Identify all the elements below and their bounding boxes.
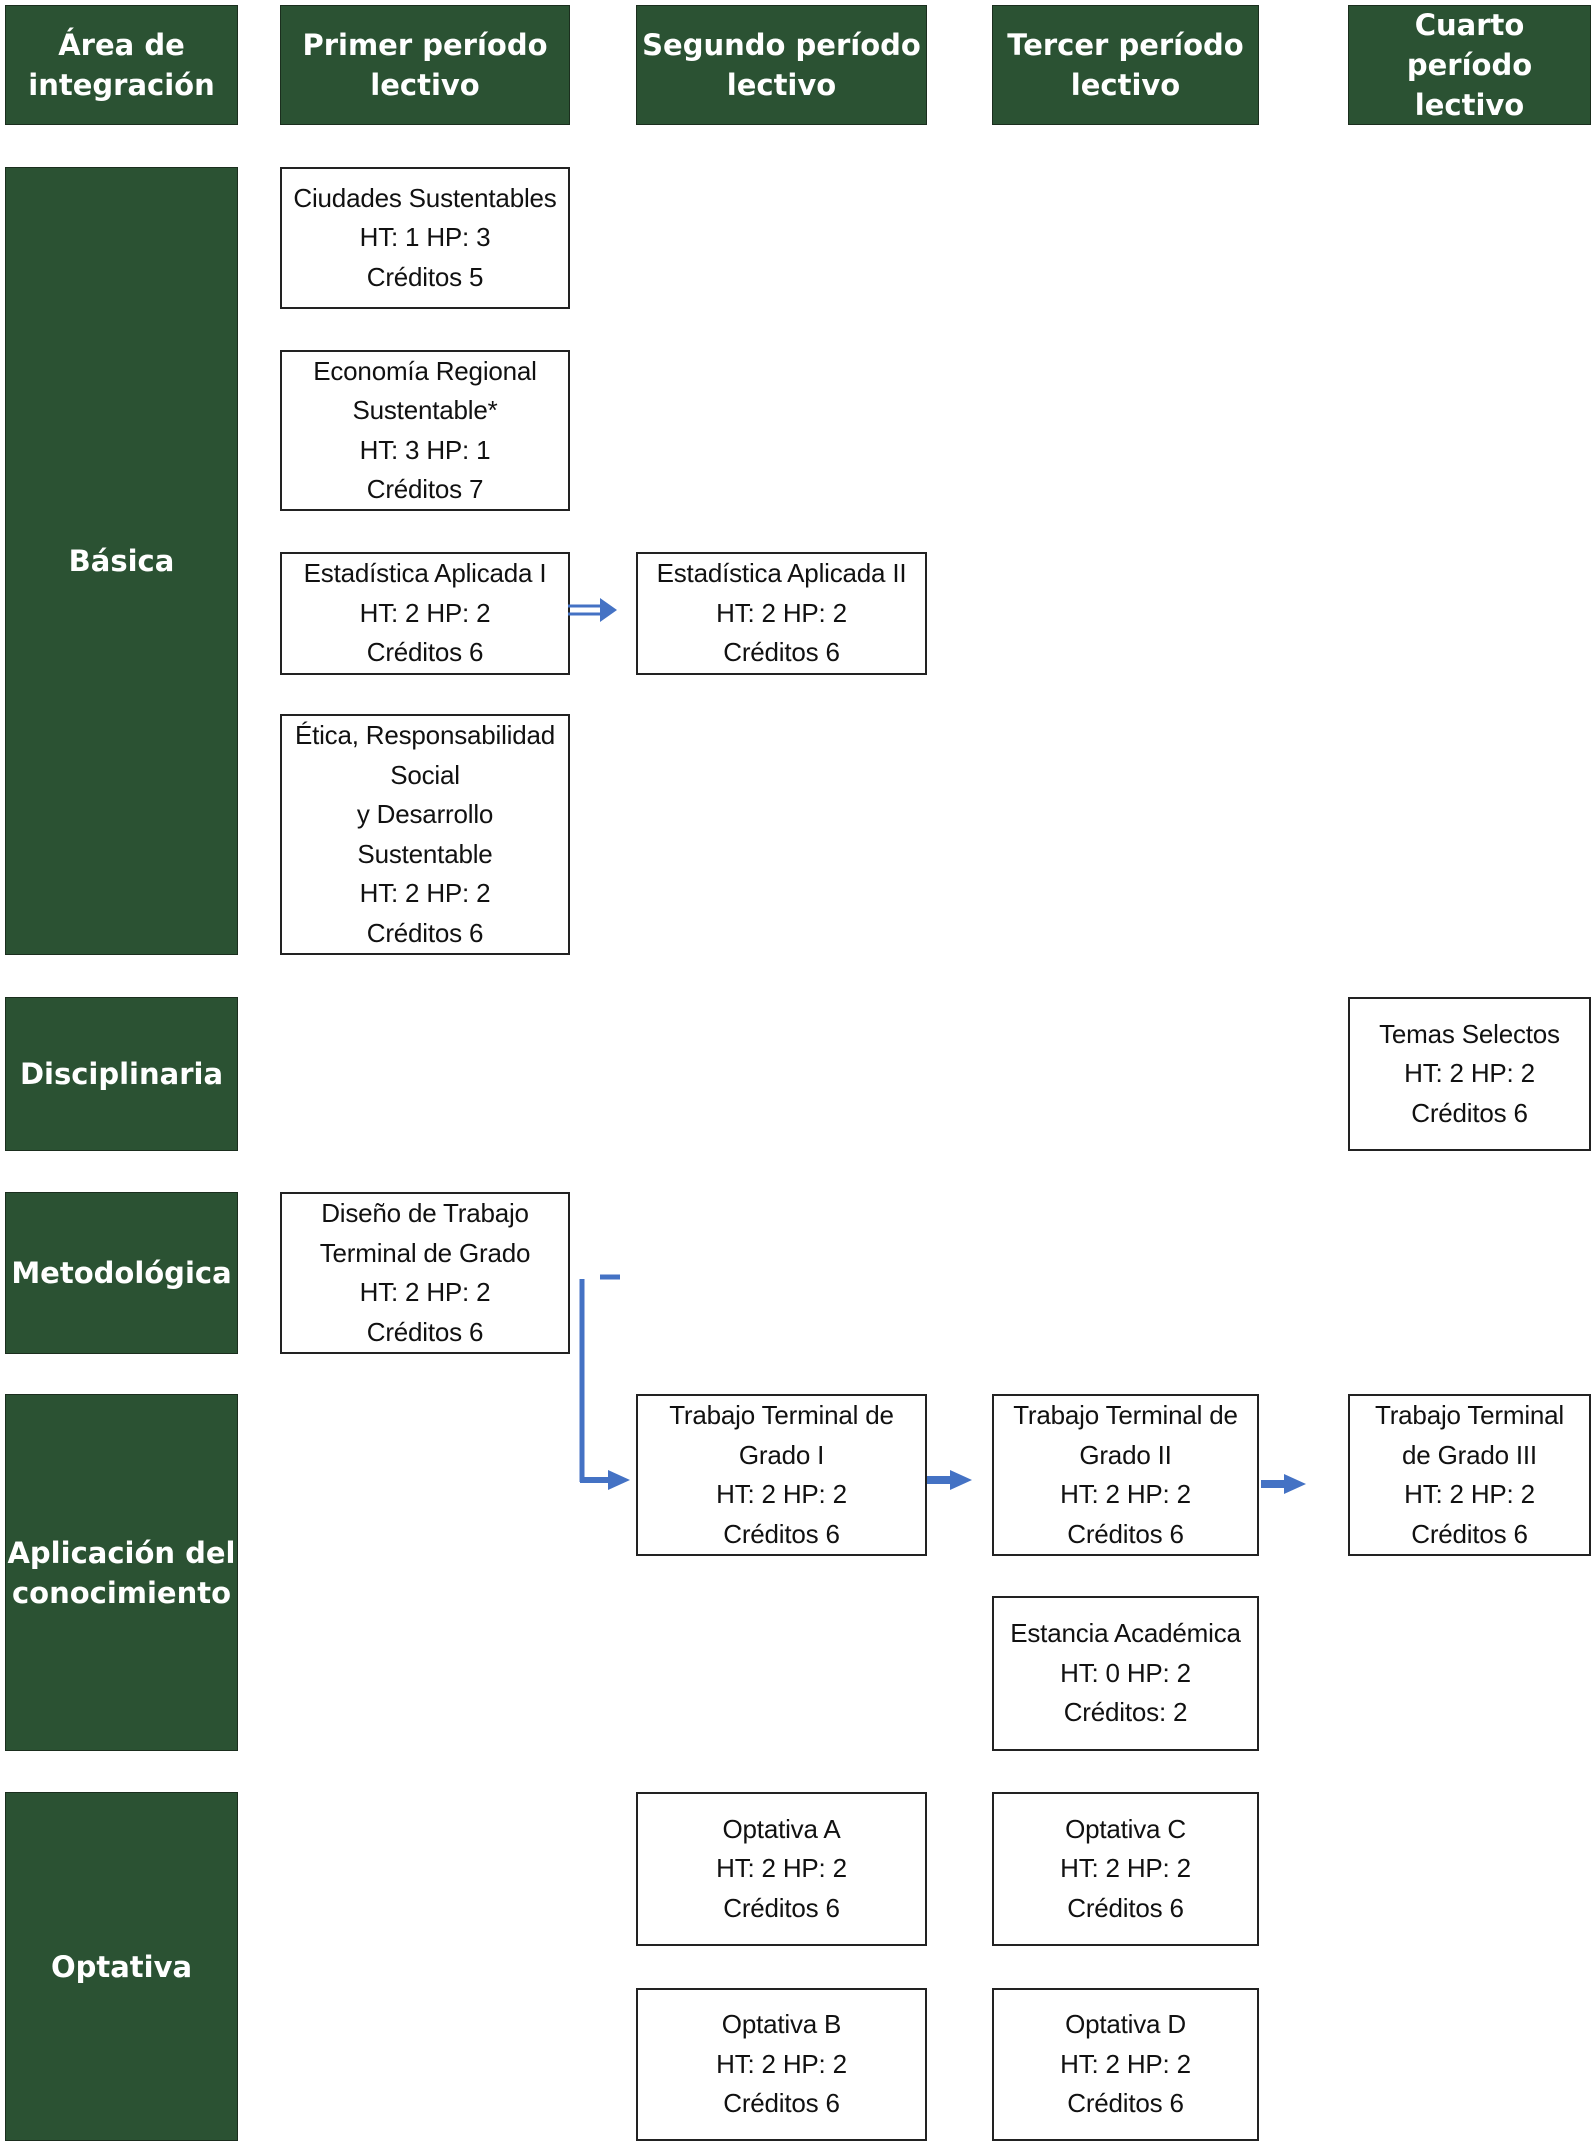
course-line: Ciudades Sustentables <box>293 182 557 213</box>
course-line: Diseño de Trabajo <box>321 1198 529 1228</box>
course-line: Créditos 6 <box>1067 1518 1184 1549</box>
course-line: Créditos 6 <box>366 637 484 668</box>
course-optativa-b: Optativa B HT: 2 HP: 2 Créditos 6 <box>636 1988 927 2141</box>
area-metodologica: Metodológica <box>5 1192 238 1354</box>
header-area-label: Área de integración <box>28 28 215 102</box>
course-line: Créditos 6 <box>1067 2088 1184 2119</box>
area-disciplinaria: Disciplinaria <box>5 997 238 1151</box>
course-line: HT: 2 HP: 2 <box>1404 1479 1535 1509</box>
header-area: Área de integración <box>5 5 238 125</box>
course-optativa-c: Optativa C HT: 2 HP: 2 Créditos 6 <box>992 1792 1259 1946</box>
course-line: HT: 2 HP: 2 <box>1060 1479 1191 1509</box>
course-line: Créditos 7 <box>366 474 484 504</box>
course-trabajo-terminal-1: Trabajo Terminal de Grado I HT: 2 HP: 2 Cré… <box>636 1394 927 1556</box>
header-period-2: Segundo período lectivo <box>636 5 927 125</box>
course-line: Grado I <box>738 1439 825 1470</box>
header-period-4: Cuarto período lectivo <box>1348 5 1591 125</box>
course-line: Terminal de Grado <box>319 1237 531 1268</box>
course-line: Estadística Aplicada I <box>303 558 547 589</box>
course-line: Créditos 5 <box>366 261 484 292</box>
course-line: HT: 2 HP: 2 <box>1404 1058 1535 1089</box>
course-line: Grado II <box>1079 1439 1172 1470</box>
course-line: Trabajo Terminal de <box>1013 1400 1238 1430</box>
course-line: Créditos 6 <box>723 2088 840 2119</box>
course-line: Créditos 6 <box>366 1316 484 1347</box>
header-period-1: Primer período lectivo <box>280 5 570 125</box>
course-line: Ética, Responsabilidad <box>294 720 556 750</box>
course-line: HT: 2 HP: 2 <box>716 2048 847 2079</box>
course-line: Créditos: 2 <box>1063 1697 1188 1728</box>
course-line: HT: 2 HP: 2 <box>359 878 491 908</box>
course-line: Economía Regional <box>313 355 537 386</box>
course-line: Estancia Académica <box>1010 1618 1241 1649</box>
course-line: Créditos 6 <box>723 637 840 668</box>
course-line: HT: 3 HP: 1 <box>359 434 491 465</box>
course-trabajo-terminal-2: Trabajo Terminal de Grado II HT: 2 HP: 2 Cr… <box>992 1394 1259 1556</box>
area-aplicacion: Aplicación del conocimiento <box>5 1394 238 1751</box>
course-line: Optativa A <box>722 1813 841 1844</box>
arrow-estadistica-1-to-2 <box>568 598 617 622</box>
course-line: Créditos 6 <box>1067 1892 1184 1923</box>
course-line: HT: 0 HP: 2 <box>1060 1657 1191 1688</box>
course-line: HT: 2 HP: 2 <box>716 1853 847 1884</box>
course-estadistica-aplicada-2: Estadística Aplicada II HT: 2 HP: 2 Crédit… <box>636 552 927 675</box>
area-aplicacion-label: Aplicación del conocimiento <box>7 1535 236 1610</box>
course-line: Créditos 6 <box>723 1892 840 1923</box>
course-line: HT: 2 HP: 2 <box>359 597 491 628</box>
area-optativa-label: Optativa <box>50 1949 193 1984</box>
arrow-ttg1-to-ttg2 <box>927 1470 972 1490</box>
header-period-3-label: Tercer período lectivo <box>1007 28 1244 102</box>
course-line: Sustentable <box>357 838 493 869</box>
arrow-diseno-to-ttg1 <box>579 1274 630 1490</box>
course-line: y Desarrollo <box>356 799 494 829</box>
course-line: Créditos 6 <box>366 917 484 948</box>
area-basica-label: Básica <box>68 544 175 578</box>
header-period-4-label: Cuarto período lectivo <box>1406 8 1533 122</box>
header-period-1-label: Primer período lectivo <box>302 28 548 102</box>
course-line: Optativa C <box>1065 1813 1186 1844</box>
course-line: Social <box>390 759 460 790</box>
course-line: de Grado III <box>1402 1439 1537 1470</box>
course-line: Estadística Aplicada II <box>656 558 907 589</box>
area-metodologica-label: Metodológica <box>11 1256 232 1290</box>
course-line: HT: 2 HP: 2 <box>359 1277 491 1307</box>
course-line: Temas Selectos <box>1379 1018 1560 1049</box>
course-line: Sustentable* <box>352 395 498 425</box>
course-optativa-d: Optativa D HT: 2 HP: 2 Créditos 6 <box>992 1988 1259 2141</box>
course-line: Créditos 6 <box>1411 1518 1528 1549</box>
header-period-3: Tercer período lectivo <box>992 5 1259 125</box>
course-line: Trabajo Terminal de <box>669 1400 894 1430</box>
course-trabajo-terminal-3: Trabajo Terminal de Grado III HT: 2 HP: 2 C… <box>1348 1394 1591 1556</box>
course-line: Optativa B <box>721 2009 842 2040</box>
header-period-2-label: Segundo período lectivo <box>642 28 921 102</box>
arrow-ttg2-to-ttg3 <box>1261 1474 1306 1494</box>
course-line: Optativa D <box>1065 2009 1186 2040</box>
area-basica: Básica <box>5 167 238 955</box>
course-line: HT: 2 HP: 2 <box>1060 1853 1191 1884</box>
course-line: Trabajo Terminal <box>1375 1400 1564 1430</box>
course-line: HT: 2 HP: 2 <box>716 597 847 628</box>
course-line: HT: 2 HP: 2 <box>716 1479 847 1509</box>
course-line: Créditos 6 <box>1411 1097 1528 1128</box>
area-optativa: Optativa <box>5 1792 238 2141</box>
course-line: Créditos 6 <box>723 1518 840 1549</box>
course-optativa-a: Optativa A HT: 2 HP: 2 Créditos 6 <box>636 1792 927 1946</box>
area-disciplinaria-label: Disciplinaria <box>19 1057 224 1091</box>
course-estadistica-aplicada-1: Estadística Aplicada I HT: 2 HP: 2 Crédito… <box>280 552 570 675</box>
course-line: HT: 1 HP: 3 <box>359 222 491 253</box>
course-line: HT: 2 HP: 2 <box>1060 2048 1191 2079</box>
